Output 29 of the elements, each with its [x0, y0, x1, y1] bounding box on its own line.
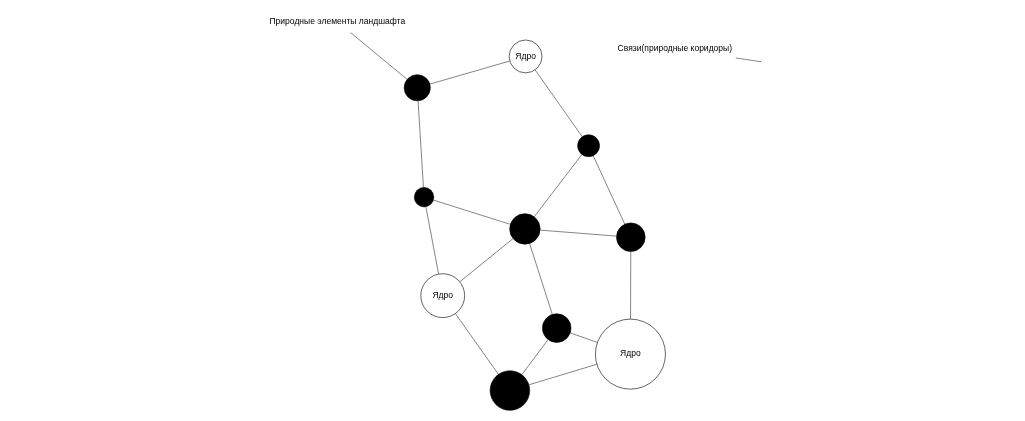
connector: [592, 155, 625, 225]
connector: [425, 206, 439, 275]
connector: [454, 313, 499, 375]
connector: [432, 199, 511, 225]
node-circle: [413, 187, 434, 208]
node-circle: Ядро: [419, 273, 465, 318]
node-circle: [576, 134, 600, 157]
connector: [528, 363, 597, 386]
connector: [534, 69, 582, 137]
node-text: Связи(природные коридоры): [617, 43, 732, 54]
connector: [429, 60, 510, 85]
node-text: Природные элементы ландшафта: [269, 15, 405, 26]
connector: [521, 339, 548, 375]
node-circle: [541, 313, 571, 343]
node-circle: [489, 370, 530, 411]
connector: [539, 229, 617, 237]
connector: [528, 243, 553, 315]
connector: [459, 238, 513, 283]
node-circle: [403, 74, 431, 102]
node-circle: [508, 213, 540, 245]
connector: [569, 332, 598, 343]
node-circle: Ядро: [508, 39, 542, 74]
node-circle: [615, 222, 645, 252]
node-circle: Ядро: [594, 318, 666, 390]
connector: [735, 57, 760, 62]
connector: [349, 32, 407, 80]
connector: [629, 251, 631, 320]
connector: [533, 154, 582, 218]
connector: [417, 100, 424, 188]
